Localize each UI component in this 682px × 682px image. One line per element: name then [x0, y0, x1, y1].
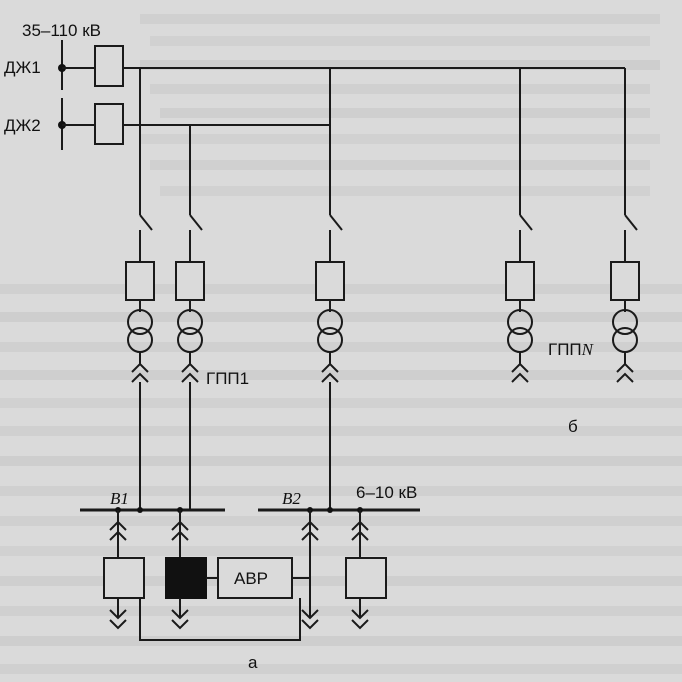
- part-b-label: б: [568, 417, 578, 436]
- source-1-label: ДЖ1: [4, 58, 41, 77]
- voltage-hv-label: 35–110 кВ: [22, 21, 101, 40]
- bus-2-label: В2: [282, 489, 301, 508]
- substation-n-label: ГППN: [548, 340, 595, 359]
- bus-b1: [80, 507, 225, 513]
- gppn-column-right: [610, 230, 640, 383]
- supply-line-1: [58, 40, 625, 90]
- supply-line-2: [58, 98, 330, 150]
- substation-n-suffix: N: [581, 340, 595, 359]
- closed-breaker-block: [165, 557, 207, 599]
- part-a-label: а: [248, 653, 258, 672]
- bus-1-label: В1: [110, 489, 129, 508]
- gppn-column-left: [505, 230, 535, 383]
- feeder-b1-left: [103, 510, 145, 630]
- gpp1-column-right: [175, 230, 205, 430]
- feeder-b2-left: [301, 510, 319, 630]
- substation-middle-column: [315, 230, 345, 510]
- transfer-switch-block: АВР: [206, 557, 293, 599]
- transfer-switch-label: АВР: [234, 569, 268, 588]
- substation-1-label: ГПП1: [206, 369, 249, 388]
- gpp1-column-left: [125, 230, 155, 510]
- voltage-mv-label: 6–10 кВ: [356, 483, 417, 502]
- substation-n-prefix: ГПП: [548, 340, 582, 359]
- hv-feeders: [139, 68, 626, 215]
- source-2-label: ДЖ2: [4, 116, 41, 135]
- bottom-tie: [139, 598, 301, 641]
- feeder-b1-right: [165, 510, 207, 630]
- feeder-b2-right: [345, 510, 387, 630]
- disconnect-switches: [139, 214, 638, 231]
